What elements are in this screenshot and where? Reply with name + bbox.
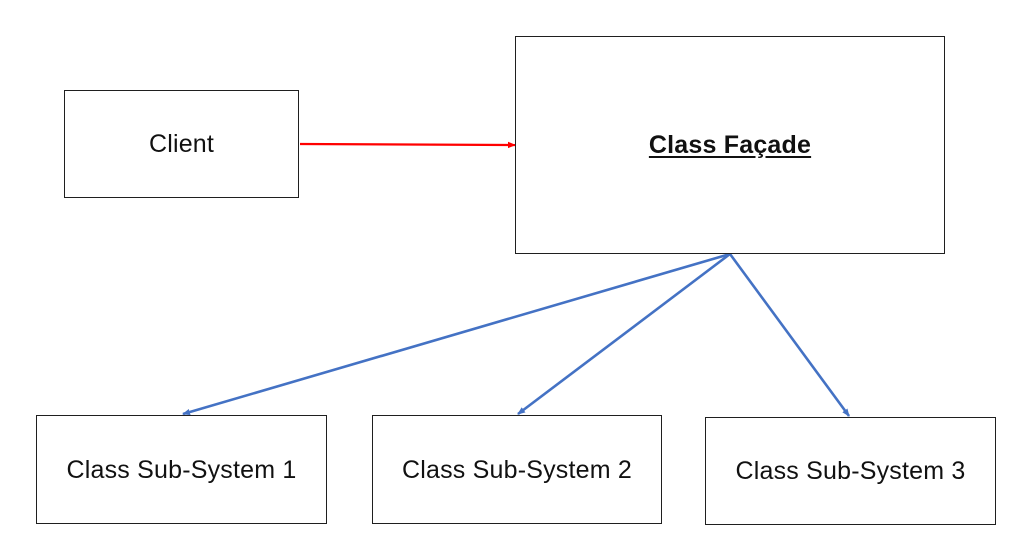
facade-to-subsystem-3-arrow [728,253,851,417]
facade-to-subsystem-1-arrow [182,252,731,416]
subsystem-1-label: Class Sub-System 1 [66,456,297,484]
client-to-facade-arrow [299,141,516,149]
facade-label: Class Façade [648,131,812,159]
facade-to-subsystem-2-arrow [517,252,731,416]
subsystem-3-label: Class Sub-System 3 [735,456,966,485]
subsystem-2-label: Class Sub-System 2 [401,456,633,484]
facade-node: Class Façade [515,36,945,254]
subsystem-1-node: Class Sub-System 1 [36,415,327,524]
client-node: Client [64,90,299,198]
client-label: Client [148,129,215,158]
subsystem-3-node: Class Sub-System 3 [705,417,996,525]
subsystem-2-node: Class Sub-System 2 [372,415,662,524]
